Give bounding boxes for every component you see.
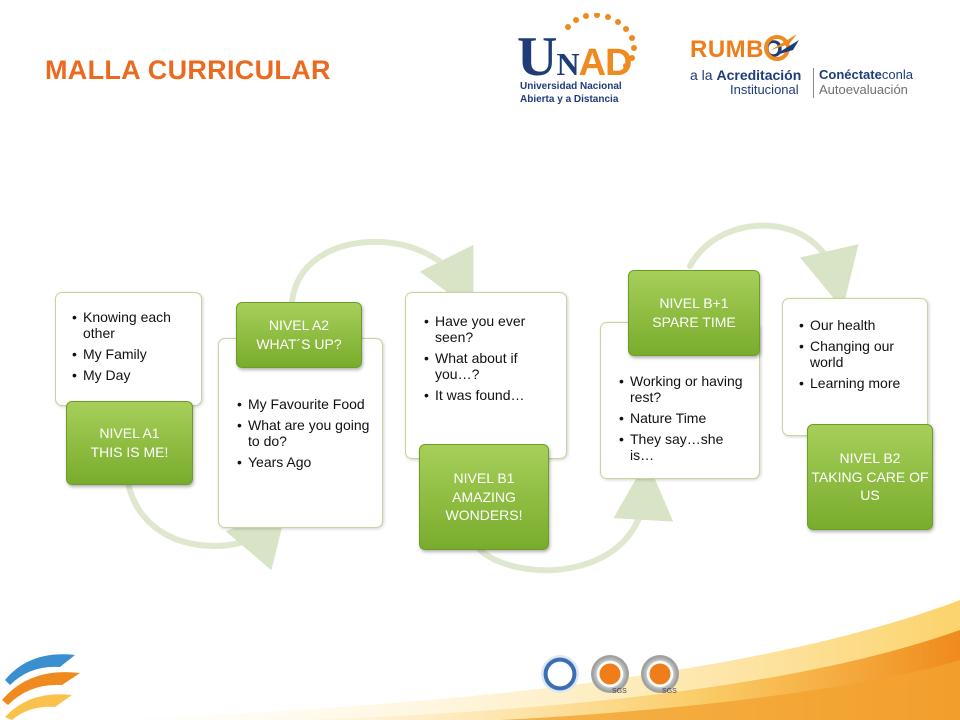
level-code: NIVEL A1 <box>99 425 160 442</box>
list-item: My Favourite Food <box>237 396 377 412</box>
unad-logo: UNAD Universidad Nacional Abierta y a Di… <box>515 13 645 110</box>
level-box-b2: NIVEL B2 TAKING CARE OF US <box>807 424 933 530</box>
level-code: NIVEL B1 <box>453 469 515 486</box>
rumbo-right-2: Autoevaluación <box>819 82 908 97</box>
topics-list: Knowing each other My Family My Day <box>72 309 192 388</box>
list-item: Years Ago <box>237 454 377 470</box>
rumbo-logo: RUMBO a la Acreditación Institucional Co… <box>685 30 935 105</box>
list-item: My Family <box>72 346 192 362</box>
sgs-label: SGS <box>662 688 677 695</box>
level-box-a1: NIVEL A1 THIS IS ME! <box>66 401 193 485</box>
unad-line-2: Abierta y a Distancia <box>520 94 619 105</box>
colombia-seal-icon <box>541 655 579 693</box>
rumbo-right-1: Conéctateconla <box>819 67 913 82</box>
level-name: AMAZING WONDERS! <box>445 488 523 524</box>
topics-box-b1: Have you ever seen? What about if you…? … <box>405 292 567 459</box>
unad-mark: UNAD <box>517 26 632 88</box>
level-name: TAKING CARE OF US <box>811 468 929 504</box>
rumbo-line-1: a la Acreditación <box>690 67 802 83</box>
list-item: Learning more <box>799 375 921 391</box>
footer-swoosh <box>80 600 960 720</box>
topics-box-b2: Our health Changing our world Learning m… <box>782 298 928 436</box>
compass-arrow-icon <box>764 34 799 61</box>
unad-line-1: Universidad Nacional <box>520 81 622 92</box>
sgs-seal-icon <box>591 655 629 693</box>
list-item: It was found… <box>424 387 559 403</box>
level-code: NIVEL B2 <box>839 449 901 466</box>
list-item: Working or having rest? <box>619 373 751 405</box>
topics-list: Have you ever seen? What about if you…? … <box>424 313 559 408</box>
rumbo-compass-logo <box>2 654 80 720</box>
sgs-label: SGS <box>612 688 627 695</box>
list-item: Have you ever seen? <box>424 313 559 345</box>
topics-list: My Favourite Food What are you going to … <box>237 396 377 475</box>
list-item: Our health <box>799 317 921 333</box>
rumbo-line-2: Institucional <box>730 82 799 97</box>
level-code: NIVEL A2 <box>268 317 330 334</box>
unad-dots-icon <box>565 13 637 69</box>
divider <box>813 68 814 98</box>
level-code: NIVEL B+1 <box>659 295 729 312</box>
level-box-b1plus: NIVEL B+1 SPARE TIME <box>628 270 760 356</box>
topics-list: Our health Changing our world Learning m… <box>799 317 921 396</box>
topics-box-a1: Knowing each other My Family My Day <box>55 292 202 406</box>
list-item: My Day <box>72 367 192 383</box>
topics-list: Working or having rest? Nature Time They… <box>619 373 751 468</box>
list-item: They say…she is… <box>619 431 751 463</box>
rumbo-word: RUMBO <box>690 36 784 63</box>
page-title: MALLA CURRICULAR <box>45 55 331 85</box>
level-name: WHAT´S UP? <box>256 336 342 352</box>
level-name: THIS IS ME! <box>90 444 169 460</box>
level-box-a2: NIVEL A2 WHAT´S UP? <box>236 302 362 368</box>
list-item: Changing our world <box>799 338 921 370</box>
sgs-seal-icon <box>641 655 679 693</box>
list-item: What about if you…? <box>424 350 559 382</box>
level-name: SPARE TIME <box>652 314 736 330</box>
level-box-b1: NIVEL B1 AMAZING WONDERS! <box>419 444 549 550</box>
list-item: Nature Time <box>619 410 751 426</box>
topics-box-a2: My Favourite Food What are you going to … <box>218 338 383 528</box>
list-item: What are you going to do? <box>237 417 377 449</box>
list-item: Knowing each other <box>72 309 192 341</box>
